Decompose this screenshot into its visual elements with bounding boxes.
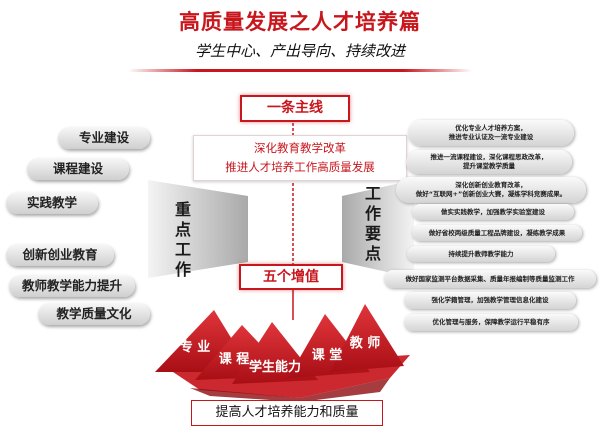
key-char: 要 [364, 224, 381, 243]
page-title: 高质量发展之人才培养篇 [179, 10, 421, 34]
right-item-service: 优化管理与服务，保障教学运行平稳有序 [404, 314, 578, 331]
left-item-practice: 实践教学 [6, 192, 98, 214]
left-item-course: 课程建设 [27, 158, 129, 180]
right-item-innovation-reform: 深化创新创业教育改革， 做好“互联网+”创新创业大赛，凝练学科竞赛成果。 [396, 177, 586, 203]
right-item-teacher-ability: 持续提升教师教学能力 [407, 246, 555, 262]
focus-char: 作 [174, 260, 191, 279]
focus-char: 重 [174, 200, 191, 219]
right-item-text: 做实实践教学，加强教学实验室建设 [441, 207, 545, 216]
right-item-text: 深化创新创业教育改革， [455, 181, 527, 189]
right-item-text: 做好国家监测平台数据采集、质量年报编制等质量监测工作 [405, 274, 575, 283]
right-item-text: 推进专业认证及一流专业建设 [448, 133, 534, 141]
left-item-teacher-ability: 教师教学能力提升 [9, 275, 135, 297]
triangle-label-course: 课 程 [218, 352, 250, 367]
left-item-quality-culture: 教学质量文化 [38, 303, 150, 325]
focus-char: 工 [174, 240, 191, 259]
page-subtitle: 学生中心、产出导向、持续改进 [194, 42, 405, 60]
right-item-major-plan: 优化专业人才培养方案， 推进专业认证及一流专业建设 [408, 120, 574, 146]
core-task-line-1: 深化教育教学改革 [254, 141, 346, 155]
focus-funnel [148, 180, 248, 278]
triangle-label-teacher: 教 师 [349, 336, 381, 351]
right-item-text: 提升课堂教学质量 [463, 162, 515, 170]
focus-label: 重 点 工 作 [172, 200, 194, 280]
triangle-teacher [330, 304, 404, 372]
triangle-label-professional: 专 业 [179, 340, 211, 355]
key-char: 工 [364, 184, 381, 203]
right-item-text: 做好“互联网+”创新创业大赛，凝练学科竞赛成果。 [415, 190, 567, 198]
right-item-quality-monitor: 做好国家监测平台数据采集、质量年报编制等质量监测工作 [384, 270, 596, 288]
right-item-practice-lab: 做实实践教学，加强教学实验室建设 [412, 204, 574, 220]
focus-char: 点 [174, 220, 191, 239]
right-item-text: 优化管理与服务，保障教学运行平稳有序 [432, 318, 550, 326]
right-item-text: 做好省校两级质量工程品牌建设，凝练教学成果 [428, 228, 566, 237]
key-points-label: 工 作 要 点 [362, 184, 384, 264]
triangle-label-classroom: 课 堂 [311, 348, 343, 363]
right-item-course-reform: 推进一流课程建设，深化课程思政改革， 提升课堂教学质量 [406, 150, 572, 174]
key-funnel [342, 180, 414, 278]
right-item-text: 持续提升教师教学能力 [448, 249, 514, 258]
right-item-registry: 强化学籍管理，加强教学管理信息化建设 [404, 292, 576, 309]
core-task-line-2: 推进人才培养工作高质量发展 [225, 160, 375, 174]
left-item-innovation: 创新创业教育 [6, 244, 114, 266]
core-task-box: 深化教育教学改革 推进人才培养工作高质量发展 [193, 135, 407, 181]
right-item-text: 优化专业人才培养方案， [455, 124, 527, 132]
right-item-text: 强化学籍管理，加强教学管理信息化建设 [431, 296, 549, 304]
bottom-wedge-shade [190, 378, 390, 402]
key-char: 点 [364, 244, 381, 263]
five-growth-label: 五个增值 [239, 264, 343, 290]
key-char: 作 [364, 204, 381, 223]
bottom-goal-box: 提高人才培养能力和质量 [191, 400, 383, 426]
title-divider [128, 69, 472, 72]
left-item-major: 专业建设 [58, 127, 150, 149]
triangle-label-student: 学生能力 [248, 360, 301, 375]
right-item-quality-project: 做好省校两级质量工程品牌建设，凝练教学成果 [412, 225, 582, 241]
right-item-text: 推进一流课程建设，深化课程思政改革， [430, 153, 548, 161]
main-line-label: 一条主线 [240, 95, 350, 122]
